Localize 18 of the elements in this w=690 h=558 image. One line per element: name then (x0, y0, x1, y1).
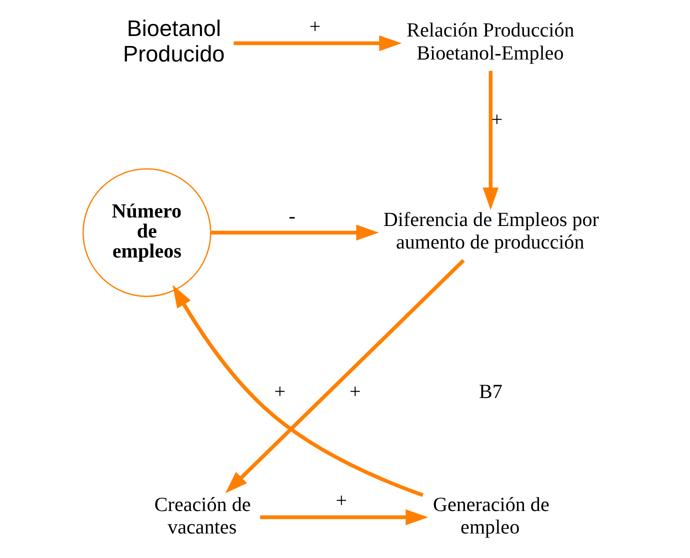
node-text: Bioetanol Producido (122, 16, 224, 66)
arrow (482, 70, 498, 210)
arrow (233, 35, 402, 52)
arrow (210, 224, 378, 240)
node-circle: Número de empleos (82, 168, 211, 297)
node-text: Creación de vacantes (154, 494, 250, 538)
edge-label: - (288, 205, 295, 228)
node-text: Relación Producción Bioetanol-Empleo (406, 20, 574, 64)
arrow (224, 259, 464, 494)
edge-label: + (274, 380, 286, 403)
arrow (260, 509, 428, 526)
edge-label: + (335, 490, 347, 512)
node-text: Diferencia de Empleos por aumento de producción (382, 209, 598, 254)
arrow (172, 284, 423, 497)
edge-label: + (308, 16, 320, 38)
node-text: Generación de empleo (432, 494, 549, 538)
label: B7 (478, 380, 502, 403)
edge-label: + (349, 380, 360, 403)
